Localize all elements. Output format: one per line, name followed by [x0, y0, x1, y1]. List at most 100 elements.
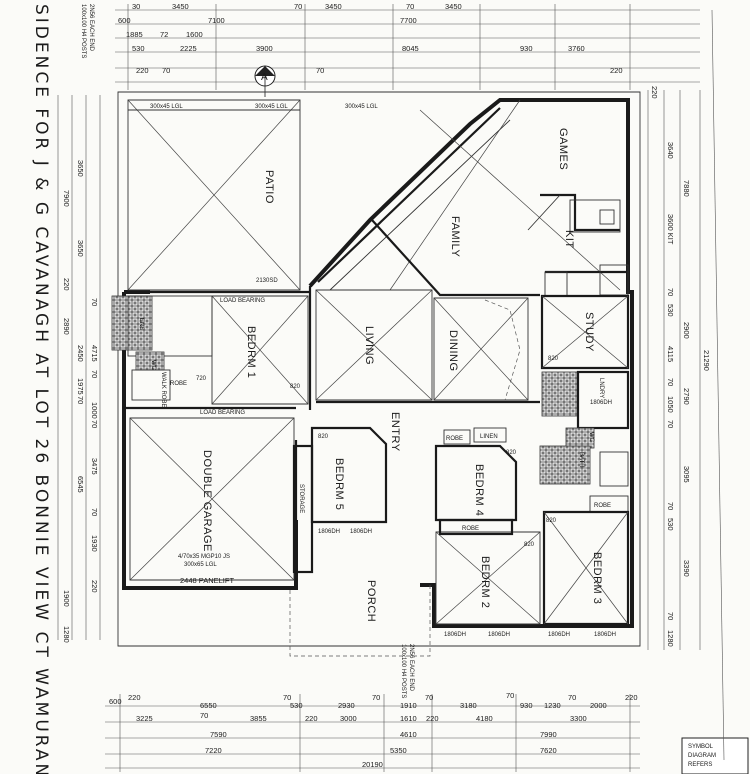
dim-top-2-3: 7700	[400, 16, 417, 25]
svg-text:530: 530	[290, 701, 303, 710]
room-wc: WC	[150, 360, 156, 371]
svg-text:4715: 4715	[90, 345, 99, 362]
room-living: LIVING	[363, 326, 375, 365]
svg-text:720: 720	[196, 376, 207, 382]
svg-text:70: 70	[666, 502, 675, 510]
svg-text:220: 220	[426, 714, 439, 723]
svg-text:70: 70	[90, 508, 99, 516]
svg-text:70: 70	[90, 370, 99, 378]
svg-text:5350: 5350	[390, 746, 407, 755]
svg-text:7220: 7220	[205, 746, 222, 755]
bedroom-2: ROBE BEDRM 2 1806DH 1806DH 820	[435, 518, 541, 638]
study: STUDY 820	[540, 294, 630, 370]
svg-text:70: 70	[90, 420, 99, 428]
svg-text:70: 70	[666, 288, 675, 296]
bedroom-1-suite: BEDRM 1 ENS WC WALK ROBE LOAD BEARING LO…	[111, 295, 309, 416]
room-walk-robe: WALK ROBE	[160, 372, 166, 407]
dim-top-5-2: 70	[162, 66, 170, 75]
svg-text:70: 70	[666, 378, 675, 386]
svg-text:1230: 1230	[544, 701, 561, 710]
svg-text:3640: 3640	[666, 142, 675, 159]
bedroom-5: BEDRM 5 820 1806DH 1806DH	[310, 426, 388, 535]
room-bath: BATH	[578, 452, 584, 468]
dim-top-5-1: 220	[136, 66, 149, 75]
svg-text:6550: 6550	[200, 701, 217, 710]
svg-text:2930: 2930	[338, 701, 355, 710]
svg-text:220: 220	[650, 86, 659, 99]
svg-text:20190: 20190	[362, 760, 383, 769]
svg-text:1610: 1610	[400, 714, 417, 723]
svg-text:2000: 2000	[590, 701, 607, 710]
svg-text:2N56 EACH END: 2N56 EACH END	[88, 4, 94, 52]
svg-text:1930: 1930	[90, 535, 99, 552]
svg-text:70: 70	[283, 693, 291, 702]
svg-text:70: 70	[666, 420, 675, 428]
svg-text:A: A	[261, 72, 268, 83]
wet-areas: LNDRY WC BATH ROBE	[539, 370, 630, 513]
left-dimensions: 3650 7900 3650 220 70 2890 2450 4715 70 …	[57, 4, 101, 643]
svg-text:1900: 1900	[62, 590, 71, 607]
svg-text:3180: 3180	[460, 701, 477, 710]
garage-door-label: 2448 PANELIFT	[180, 576, 234, 585]
svg-text:1280: 1280	[666, 630, 675, 647]
left-dimension-labels: 3650 7900 3650 220 70 2890 2450 4715 70 …	[62, 160, 99, 643]
svg-text:100x100 H4 POSTS: 100x100 H4 POSTS	[80, 4, 86, 58]
svg-text:220: 220	[90, 580, 99, 593]
svg-text:820: 820	[318, 434, 329, 440]
dim-top-4-4: 8045	[402, 44, 419, 53]
drawing-title: SIDENCE FOR J & G CAVANAGH AT LOT 26 BON…	[31, 4, 51, 774]
svg-text:820: 820	[524, 542, 535, 548]
svg-text:3475: 3475	[90, 458, 99, 475]
room-bedrm-4: BEDRM 4	[473, 464, 485, 516]
svg-text:70: 70	[666, 612, 675, 620]
svg-text:1806DH: 1806DH	[548, 632, 570, 638]
svg-text:REFERS: REFERS	[688, 762, 712, 768]
svg-text:7880: 7880	[682, 180, 691, 197]
svg-text:3600 KIT: 3600 KIT	[666, 214, 675, 245]
svg-text:4/70x35 MGP10 JS: 4/70x35 MGP10 JS	[178, 554, 230, 560]
room-laundry: LNDRY	[598, 378, 604, 398]
room-robe-1: ROBE	[170, 381, 187, 387]
svg-text:1806DH: 1806DH	[594, 632, 616, 638]
living-dining: LIVING DINING	[315, 289, 540, 404]
room-bedrm-5: BEDRM 5	[333, 458, 345, 510]
room-robe-2: ROBE	[446, 436, 463, 442]
svg-text:LOAD BEARING: LOAD BEARING	[220, 298, 265, 304]
svg-text:2900: 2900	[682, 322, 691, 339]
svg-text:21290: 21290	[702, 350, 711, 371]
svg-text:300x45 LGL: 300x45 LGL	[255, 104, 288, 110]
room-linen: LINEN	[480, 434, 498, 440]
svg-text:70: 70	[568, 693, 576, 702]
dim-top-3-3: 1600	[186, 30, 203, 39]
svg-text:6545: 6545	[76, 476, 85, 493]
svg-text:70: 70	[200, 711, 208, 720]
svg-text:70: 70	[90, 298, 99, 306]
dim-top-1-5: 70	[406, 2, 414, 11]
room-robe-3: ROBE	[594, 503, 611, 509]
dim-top-3-1: 1885	[126, 30, 143, 39]
room-patio: PATIO	[263, 170, 275, 204]
svg-text:300x65 LGL: 300x65 LGL	[184, 562, 217, 568]
section-marker-a: A	[254, 65, 276, 97]
svg-text:70: 70	[372, 693, 380, 702]
svg-text:1000: 1000	[90, 402, 99, 419]
svg-text:2790: 2790	[682, 388, 691, 405]
dim-top-1-1: 30	[132, 2, 140, 11]
room-bedrm-1: BEDRM 1	[245, 326, 257, 378]
svg-text:3650: 3650	[76, 160, 85, 177]
svg-text:4115: 4115	[666, 346, 675, 362]
svg-text:1806DH: 1806DH	[488, 632, 510, 638]
symbol-legend-box: SYMBOL DIAGRAM REFERS	[681, 737, 749, 774]
dim-top-1-3: 70	[294, 2, 302, 11]
bedroom-3: BEDRM 3 1806DH 1806DH 820 1806DH	[542, 400, 630, 638]
svg-text:3300: 3300	[570, 714, 587, 723]
svg-text:2N56 EACH END: 2N56 EACH END	[408, 644, 414, 692]
svg-text:220: 220	[62, 278, 71, 291]
room-bedrm-2: BEDRM 2	[479, 556, 491, 608]
dim-top-5-4: 220	[610, 66, 623, 75]
svg-text:SYMBOL: SYMBOL	[688, 744, 714, 750]
svg-text:7620: 7620	[540, 746, 557, 755]
entry-porch: ENTRY PORCH 100x100 H4 POSTS 2N56 EACH E…	[289, 412, 431, 698]
svg-text:820: 820	[506, 450, 517, 456]
